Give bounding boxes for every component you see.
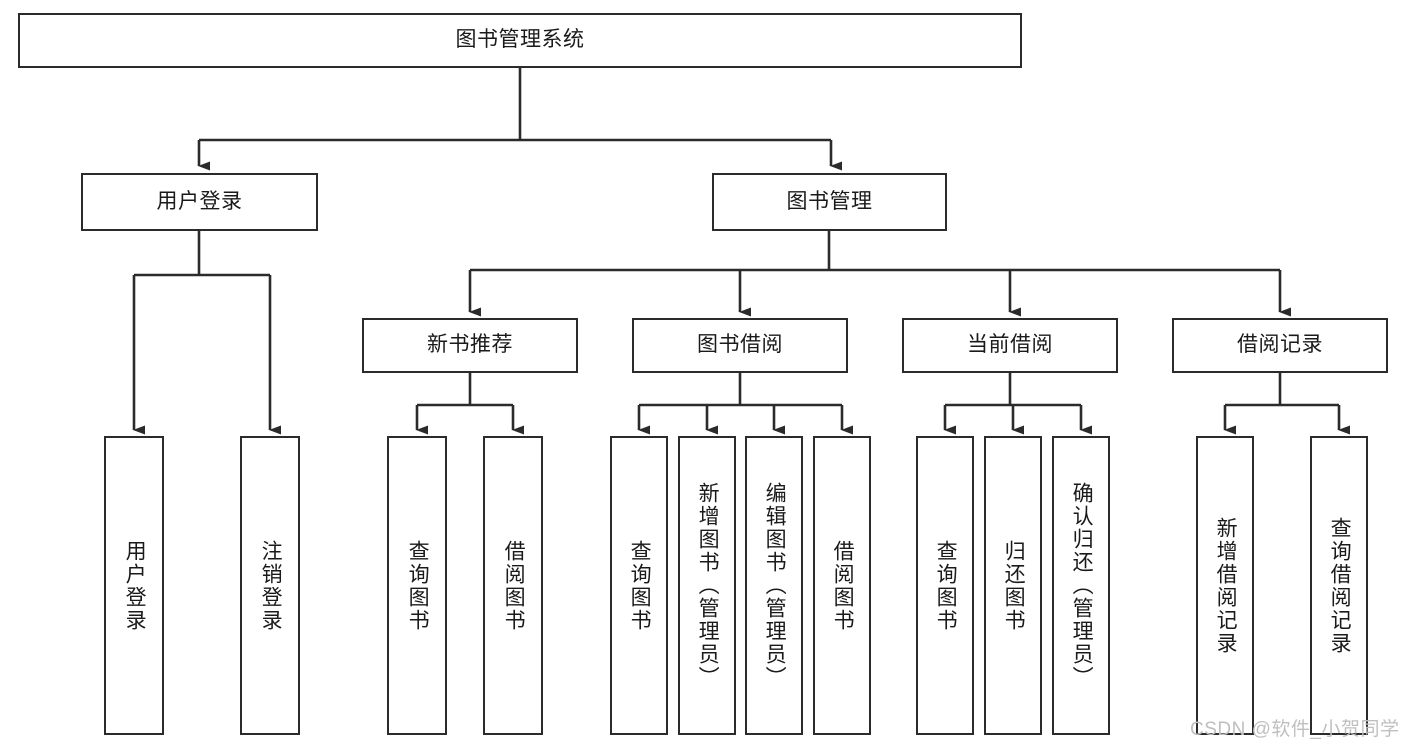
node-book-manage[interactable]: 图书管理: [712, 173, 947, 231]
node-book-borrow[interactable]: 图书借阅: [632, 318, 848, 373]
node-new-book-recommend[interactable]: 新书推荐: [362, 318, 578, 373]
node-borrow-record-label: 借阅记录: [1237, 333, 1323, 357]
node-current-borrow-label: 当前借阅: [967, 333, 1053, 357]
node-leaf-query-book-3-label: 查询图书: [934, 539, 958, 632]
node-leaf-add-book[interactable]: 新增图书（管理员）: [678, 436, 736, 735]
node-leaf-borrow-book-1-label: 借阅图书: [502, 539, 526, 632]
node-leaf-query-record[interactable]: 查询借阅记录: [1310, 436, 1368, 735]
node-leaf-query-book-1[interactable]: 查询图书: [387, 436, 447, 735]
node-leaf-borrow-book-2[interactable]: 借阅图书: [813, 436, 871, 735]
node-user-login-label: 用户登录: [156, 189, 243, 213]
node-leaf-edit-book[interactable]: 编辑图书（管理员）: [745, 436, 803, 735]
node-book-borrow-label: 图书借阅: [697, 333, 783, 357]
node-borrow-record[interactable]: 借阅记录: [1172, 318, 1388, 373]
node-leaf-user-login-label: 用户登录: [123, 539, 147, 632]
node-leaf-borrow-book-1[interactable]: 借阅图书: [483, 436, 543, 735]
node-leaf-query-record-label: 查询借阅记录: [1328, 516, 1352, 655]
node-leaf-add-record-label: 新增借阅记录: [1214, 516, 1238, 655]
node-leaf-user-login[interactable]: 用户登录: [104, 436, 164, 735]
node-leaf-add-record[interactable]: 新增借阅记录: [1196, 436, 1254, 735]
node-book-manage-label: 图书管理: [786, 189, 873, 213]
node-new-book-recommend-label: 新书推荐: [427, 333, 513, 357]
node-leaf-add-book-label: 新增图书（管理员）: [696, 482, 720, 689]
node-leaf-logout[interactable]: 注销登录: [240, 436, 300, 735]
node-leaf-query-book-2[interactable]: 查询图书: [610, 436, 668, 735]
node-user-login[interactable]: 用户登录: [81, 173, 318, 231]
node-leaf-confirm-return[interactable]: 确认归还（管理员）: [1052, 436, 1110, 735]
node-current-borrow[interactable]: 当前借阅: [902, 318, 1118, 373]
node-leaf-edit-book-label: 编辑图书（管理员）: [763, 482, 787, 689]
node-leaf-logout-label: 注销登录: [259, 539, 283, 632]
node-root[interactable]: 图书管理系统: [18, 13, 1022, 68]
node-leaf-return-book[interactable]: 归还图书: [984, 436, 1042, 735]
node-leaf-query-book-3[interactable]: 查询图书: [916, 436, 974, 735]
node-leaf-query-book-2-label: 查询图书: [628, 539, 652, 632]
node-leaf-borrow-book-2-label: 借阅图书: [831, 539, 855, 632]
node-leaf-return-book-label: 归还图书: [1002, 539, 1026, 632]
node-root-label: 图书管理系统: [455, 28, 585, 52]
node-leaf-confirm-return-label: 确认归还（管理员）: [1070, 482, 1094, 689]
node-leaf-query-book-1-label: 查询图书: [406, 539, 430, 632]
